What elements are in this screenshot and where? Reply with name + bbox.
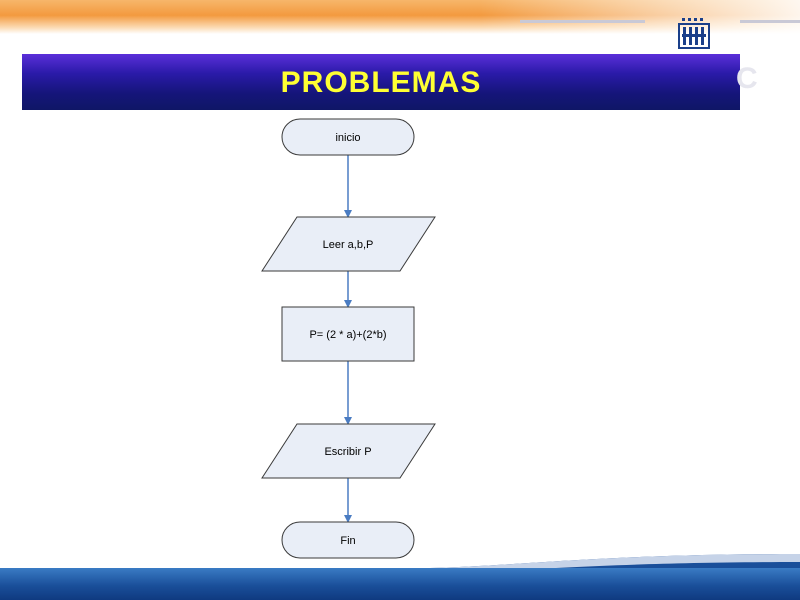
start-label: inicio <box>335 132 360 144</box>
end-terminator: Fin <box>281 521 415 559</box>
input-label: Leer a,b,P <box>323 239 374 251</box>
institution-logo-icon <box>678 18 710 49</box>
top-divider-line <box>520 20 645 23</box>
ghost-letter: C <box>736 62 758 95</box>
output-parallelogram: Escribir P <box>261 423 436 479</box>
top-divider-line-right <box>740 20 800 23</box>
output-label: Escribir P <box>324 446 371 458</box>
bottom-decorative-band <box>0 554 800 600</box>
start-terminator: inicio <box>281 118 415 156</box>
process-label: P= (2 * a)+(2*b) <box>309 329 386 341</box>
process-rectangle: P= (2 * a)+(2*b) <box>281 306 415 362</box>
top-band-fade <box>480 0 800 34</box>
end-label: Fin <box>340 535 355 547</box>
slide-title: PROBLEMAS <box>280 66 482 99</box>
input-parallelogram: Leer a,b,P <box>261 216 436 272</box>
title-bar <box>22 54 740 110</box>
